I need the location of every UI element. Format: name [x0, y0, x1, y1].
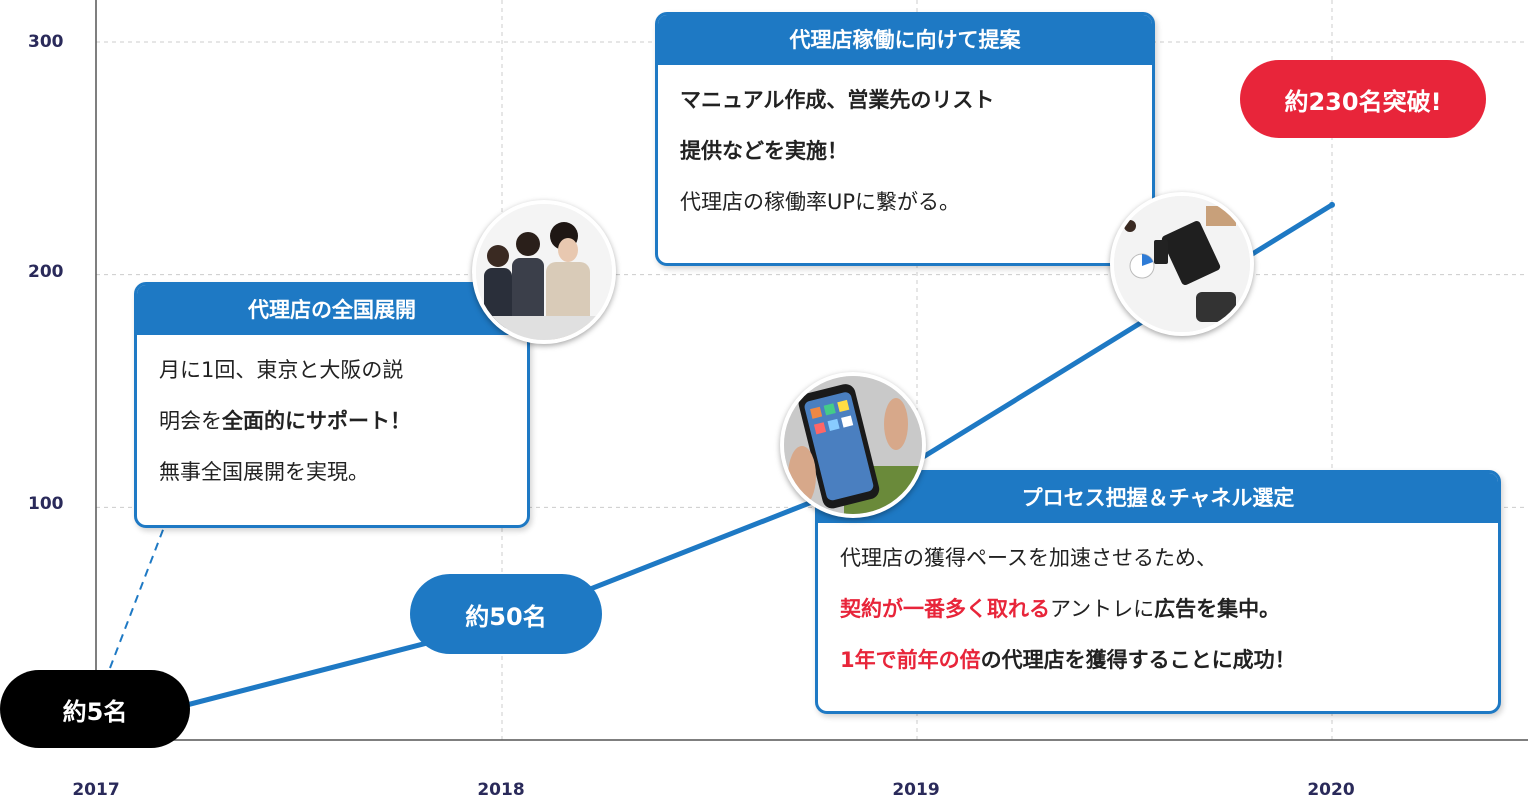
card-emphasis: 全面的にサポート！: [222, 409, 411, 433]
card-line: 代理店の稼働率UPに繋がる。: [680, 190, 961, 214]
meeting-photo-icon: [472, 200, 616, 344]
office-illustration: [1114, 196, 1250, 332]
card-agency-activation: 代理店稼働に向けて提案 マニュアル作成、営業先のリスト 提供などを実施！ 代理店…: [655, 12, 1155, 266]
x-tick-2018: 2018: [477, 780, 525, 800]
card-connector: [109, 521, 167, 669]
card-body: 月に1回、東京と大阪の説 明会を全面的にサポート！ 無事全国展開を実現。: [137, 335, 527, 508]
card-emphasis-red: 1年で前年の倍: [840, 648, 981, 672]
card-body: マニュアル作成、営業先のリスト 提供などを実施！ 代理店の稼働率UPに繋がる。: [658, 65, 1152, 238]
card-line: 提供などを実施！: [680, 139, 848, 163]
card-line: マニュアル作成、営業先のリスト: [680, 88, 995, 112]
card-text: アントレに: [1050, 597, 1155, 621]
card-title: 代理店の全国展開: [137, 285, 527, 335]
card-channel-selection: プロセス把握＆チャネル選定 代理店の獲得ペースを加速させるため、 契約が一番多く…: [815, 470, 1501, 714]
office-desk-photo-icon: [1110, 192, 1254, 336]
card-line: 契約が一番多く取れるアントレに広告を集中。: [840, 584, 1476, 635]
card-line: 明会を全面的にサポート！: [159, 396, 505, 447]
card-line: 月に1回、東京と大阪の説: [159, 358, 404, 382]
x-tick-2019: 2019: [892, 780, 940, 800]
card-line: 代理店の獲得ペースを加速させるため、: [840, 546, 1217, 570]
series-segment: [914, 202, 1335, 464]
card-line: 1年で前年の倍の代理店を獲得することに成功！: [840, 635, 1476, 686]
card-title: プロセス把握＆チャネル選定: [818, 473, 1498, 523]
meeting-illustration: [476, 204, 612, 340]
card-emphasis-red: 契約が一番多く取れる: [840, 597, 1050, 621]
card-text: 明会を: [159, 409, 222, 433]
card-nationwide-expansion: 代理店の全国展開 月に1回、東京と大阪の説 明会を全面的にサポート！ 無事全国展…: [134, 282, 530, 528]
x-tick-2020: 2020: [1307, 780, 1355, 800]
card-title: 代理店稼働に向けて提案: [658, 15, 1152, 65]
y-tick-100: 100: [28, 494, 64, 514]
card-line: 無事全国展開を実現。: [159, 460, 369, 484]
data-point: [1329, 201, 1335, 208]
y-tick-300: 300: [28, 32, 64, 52]
card-emphasis: の代理店を獲得することに成功！: [980, 648, 1296, 672]
mid-label-badge: 約50名: [410, 574, 602, 654]
axes: [95, 0, 1528, 741]
start-label-badge: 約5名: [0, 670, 190, 748]
y-tick-200: 200: [28, 262, 64, 282]
end-label-badge: 約230名突破!: [1240, 60, 1486, 138]
card-body: 代理店の獲得ペースを加速させるため、 契約が一番多く取れるアントレに広告を集中。…: [818, 523, 1498, 696]
card-emphasis: 広告を集中。: [1154, 597, 1281, 621]
smartphone-illustration: [784, 376, 922, 514]
smartphone-photo-icon: [780, 372, 926, 518]
x-tick-2017: 2017: [72, 780, 120, 800]
